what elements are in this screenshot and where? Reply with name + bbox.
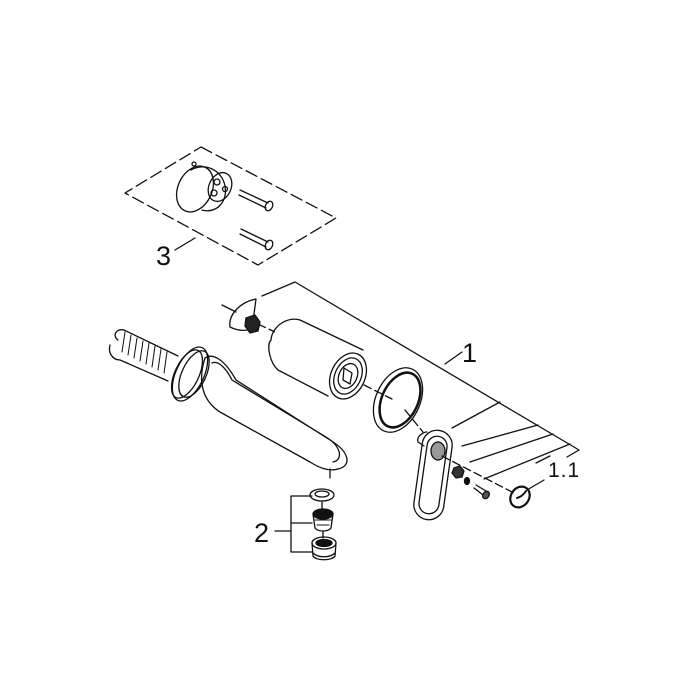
callout-label-1-1: 1.1 xyxy=(548,459,581,482)
mounting-flange-icon xyxy=(175,161,233,213)
lever-nut-icon xyxy=(451,465,465,479)
mounting-kit-group xyxy=(124,146,337,266)
callout-label-3: 3 xyxy=(156,241,172,271)
oval-escutcheon-icon xyxy=(413,429,453,521)
round-cap-icon xyxy=(509,485,531,509)
washer-icon xyxy=(463,476,471,486)
screw-icon xyxy=(239,228,274,251)
screw-icon xyxy=(238,189,274,212)
sleeve-icon xyxy=(268,318,368,400)
callout-label-2: 2 xyxy=(254,518,270,548)
aerator-bracket xyxy=(274,495,313,553)
spout-body-icon xyxy=(108,329,348,479)
trim-ring-icon xyxy=(372,367,424,433)
aerator-housing-icon xyxy=(311,536,337,561)
small-screw-icon xyxy=(473,484,491,500)
dashed-kit-frame xyxy=(124,146,337,266)
callout-label-1: 1 xyxy=(462,338,478,368)
aerator-seal-icon xyxy=(309,488,335,502)
aerator-insert-icon xyxy=(312,508,334,532)
assembly-1-bracket xyxy=(261,281,580,491)
hex-nut-icon xyxy=(244,314,276,334)
